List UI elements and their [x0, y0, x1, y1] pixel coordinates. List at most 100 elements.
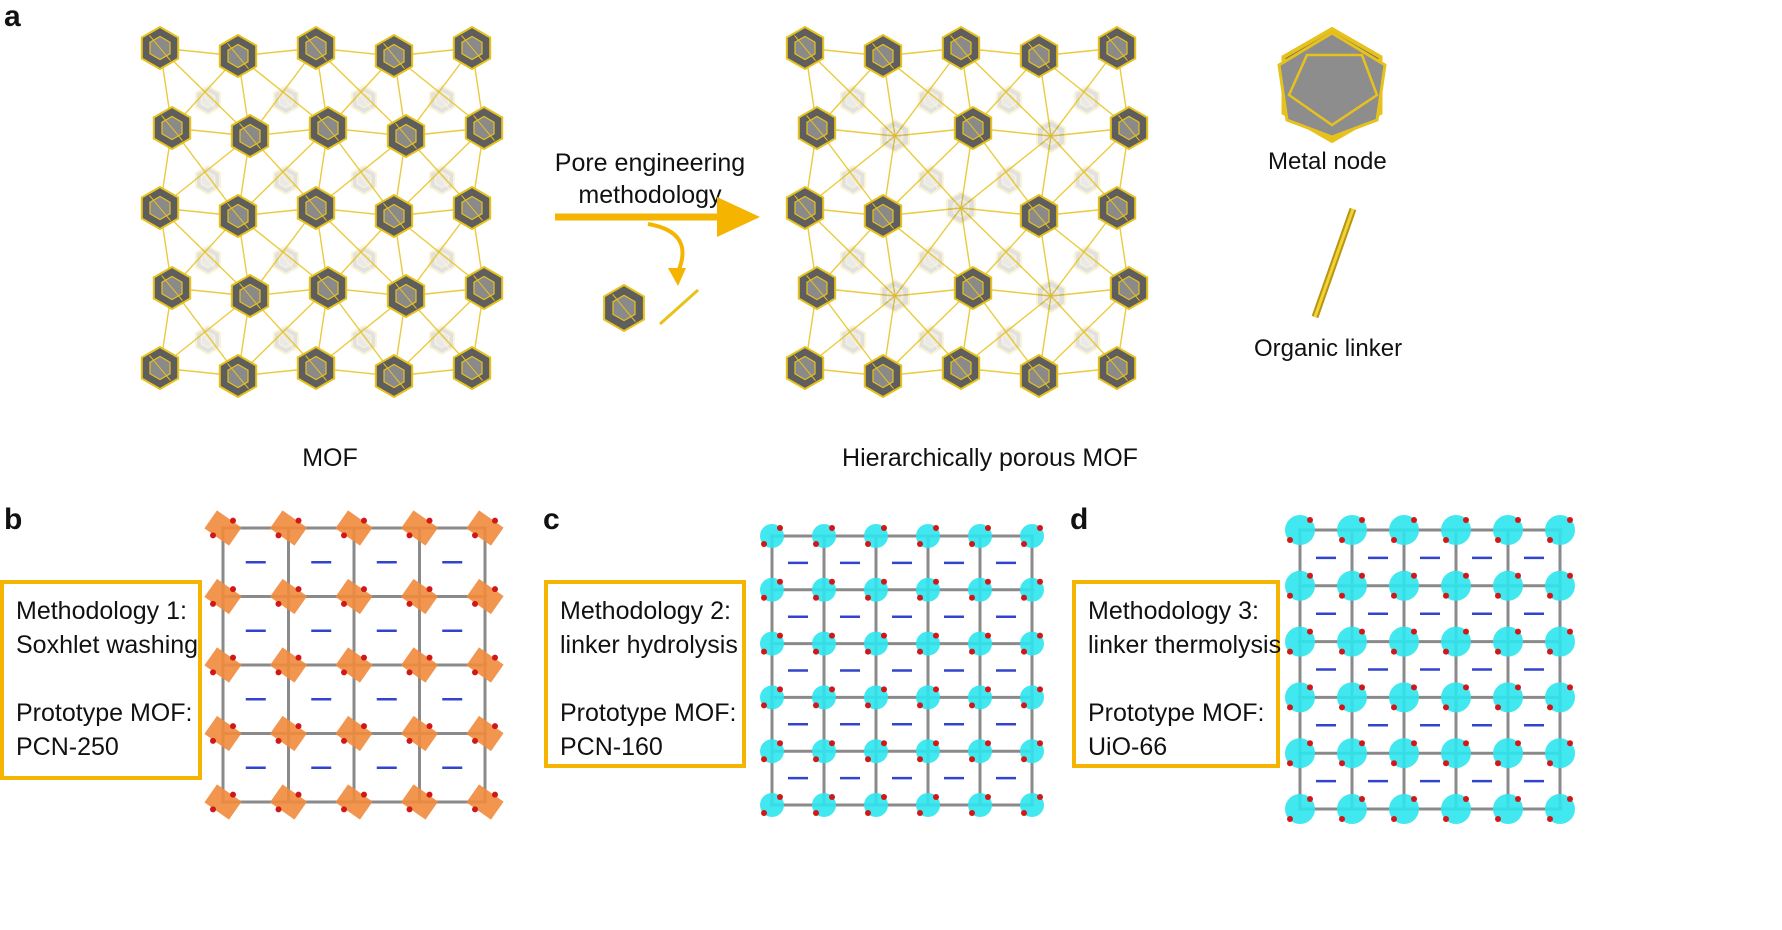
oxygen-atom — [1495, 816, 1501, 822]
cluster-node — [1285, 794, 1315, 824]
oxygen-atom — [1339, 760, 1345, 767]
cluster-node — [1337, 570, 1367, 601]
oxygen-atom — [1037, 632, 1043, 639]
oxygen-atom — [1287, 816, 1293, 822]
metal-node — [946, 190, 976, 226]
linker-line — [882, 127, 974, 217]
oxygen-atom — [829, 794, 835, 800]
linker-line — [393, 127, 485, 217]
oxygen-atom — [1391, 592, 1397, 599]
ghost-node — [995, 244, 1023, 276]
metal-node — [863, 193, 903, 239]
oxygen-atom — [1495, 537, 1501, 543]
oxygen-atom — [761, 648, 767, 655]
cluster-node — [1389, 738, 1419, 769]
oxygen-atom — [933, 740, 939, 747]
oxygen-atom — [761, 756, 767, 763]
ghost-node — [917, 244, 945, 276]
oxygen-atom — [361, 517, 367, 524]
oxygen-atom — [361, 586, 367, 593]
proto-c-name: PCN-160 — [560, 733, 663, 761]
oxygen-atom — [1307, 740, 1313, 747]
ghost-node — [1073, 324, 1101, 356]
method-b-title: Methodology 1: — [16, 597, 187, 625]
oxygen-atom — [813, 756, 819, 763]
metal-node — [1036, 278, 1066, 314]
oxygen-atom — [230, 586, 236, 593]
oxygen-atom — [777, 686, 783, 693]
cluster-node — [466, 647, 504, 683]
linker-line — [237, 127, 329, 217]
oxygen-atom — [829, 686, 835, 693]
oxygen-atom — [777, 794, 783, 800]
metal-node-icon — [1277, 26, 1387, 144]
cluster-node — [466, 784, 504, 820]
oxygen-atom — [210, 669, 216, 676]
oxygen-atom — [361, 723, 367, 730]
cluster-node — [1545, 794, 1575, 824]
ghost-node — [995, 324, 1023, 356]
oxygen-atom — [275, 806, 282, 813]
cluster-node — [269, 578, 308, 615]
cluster-node — [1493, 626, 1523, 657]
metal-node — [785, 345, 825, 391]
oxygen-atom — [472, 737, 478, 744]
oxygen-atom — [865, 541, 871, 547]
oxygen-atom — [1547, 816, 1553, 822]
method-box-b: Methodology 1: Soxhlet washing Prototype… — [0, 580, 202, 780]
method-box-d: Methodology 3: linker thermolysis Protot… — [1072, 580, 1282, 768]
oxygen-atom — [472, 532, 478, 539]
oxygen-atom — [210, 532, 216, 539]
method-box-c: Methodology 2: linker hydrolysis Prototy… — [544, 580, 746, 768]
metal-node — [785, 25, 825, 71]
metal-node — [1019, 193, 1059, 239]
oxygen-atom — [1463, 684, 1469, 691]
cluster-node — [1285, 570, 1315, 601]
oxygen-atom — [985, 794, 991, 800]
oxygen-atom — [1359, 796, 1365, 802]
oxygen-atom — [1495, 592, 1501, 599]
oxygen-atom — [1547, 592, 1553, 599]
pcn-160-structure-illustration — [760, 524, 1044, 817]
oxygen-atom — [1463, 740, 1469, 747]
oxygen-atom — [1307, 572, 1313, 579]
oxygen-atom — [1021, 594, 1027, 601]
metal-node — [386, 273, 426, 319]
pcn-250-structure-illustration — [204, 510, 504, 820]
oxygen-atom — [406, 532, 413, 539]
proto-b-name: PCN-250 — [16, 733, 119, 761]
oxygen-atom — [881, 794, 887, 800]
metal-node — [1019, 353, 1059, 399]
ghost-node — [194, 84, 222, 116]
cluster-node — [1493, 515, 1523, 545]
oxygen-atom — [829, 525, 835, 531]
metal-node — [1036, 118, 1066, 154]
cluster-node — [269, 715, 308, 752]
oxygen-atom — [933, 578, 939, 585]
cluster-node — [1337, 794, 1367, 824]
oxygen-atom — [761, 594, 767, 601]
method-d-name: linker thermolysis — [1088, 631, 1282, 659]
cluster-node — [1441, 794, 1471, 824]
oxygen-atom — [1021, 702, 1027, 709]
linker-line — [960, 135, 1052, 209]
oxygen-atom — [933, 686, 939, 693]
oxygen-atom — [1567, 572, 1573, 579]
oxygen-atom — [1567, 628, 1573, 635]
metal-node — [464, 265, 504, 311]
oxygen-atom — [1339, 592, 1345, 599]
cluster-node — [1337, 626, 1367, 657]
cluster-node — [400, 510, 439, 546]
oxygen-atom — [917, 810, 923, 816]
oxygen-atom — [865, 594, 871, 601]
ghost-node — [839, 84, 867, 116]
oxygen-atom — [472, 806, 478, 813]
oxygen-atom — [1547, 648, 1553, 655]
oxygen-atom — [1411, 572, 1417, 579]
oxygen-atom — [1411, 796, 1417, 802]
oxygen-atom — [492, 586, 498, 593]
cluster-node — [1493, 738, 1523, 769]
oxygen-atom — [1339, 537, 1345, 543]
cluster-node — [1545, 570, 1575, 601]
metal-node — [140, 185, 180, 231]
